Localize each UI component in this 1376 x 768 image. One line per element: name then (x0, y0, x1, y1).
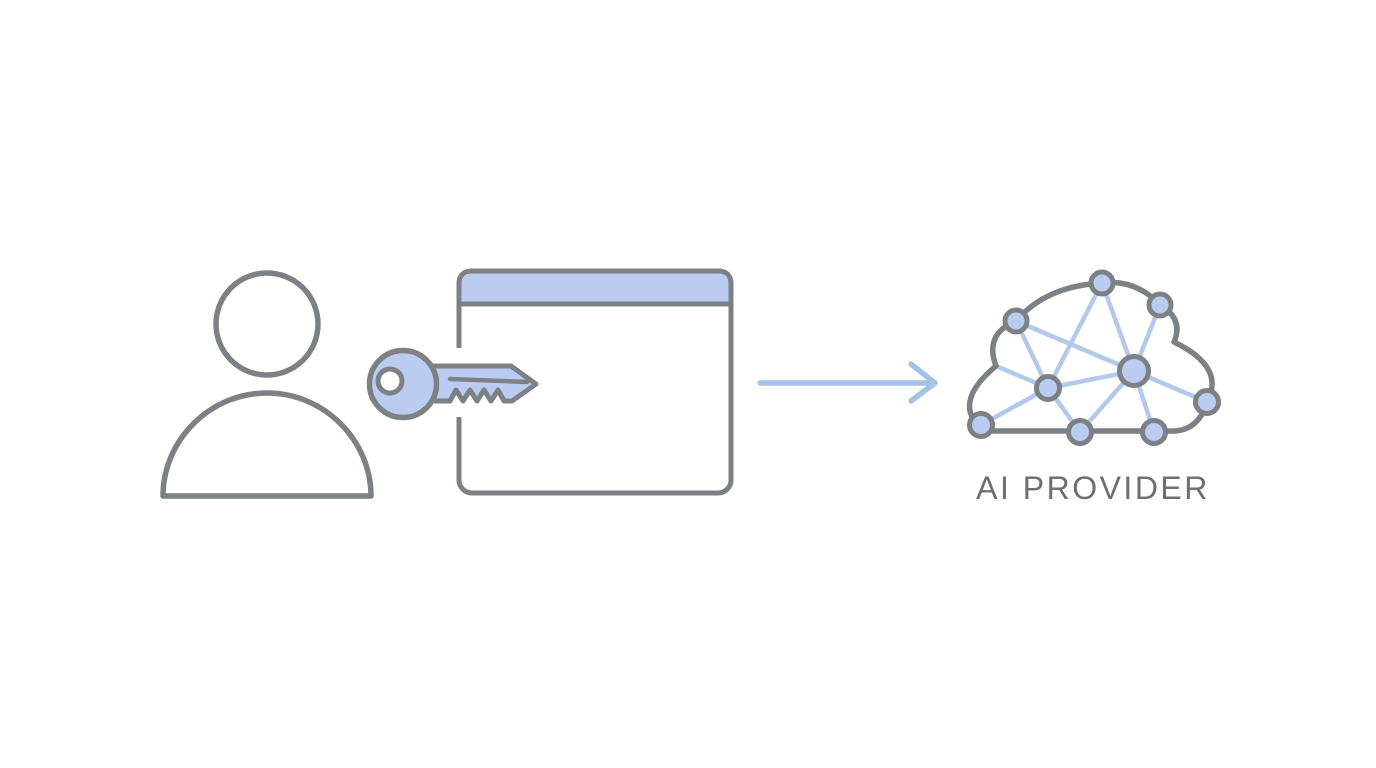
network-node (1088, 269, 1116, 297)
network-node (967, 411, 995, 439)
cloud-network-icon (966, 269, 1221, 446)
arrow-head (908, 361, 938, 404)
key-icon (366, 347, 539, 421)
window-title-bar (456, 268, 734, 307)
network-node (1193, 388, 1221, 416)
cloud-fill (969, 282, 1213, 432)
user-icon (160, 270, 374, 499)
user-head (213, 270, 321, 378)
network-edge (1045, 280, 1105, 391)
network-node (1146, 291, 1174, 319)
cloud-network-nodes (967, 269, 1221, 446)
key-shaft (425, 363, 539, 404)
network-node (1002, 307, 1030, 335)
network-edge (1013, 318, 1137, 374)
arrow-right-icon (757, 361, 938, 404)
key-hole (375, 366, 405, 396)
network-node (1140, 418, 1168, 446)
ai-provider-label: AI PROVIDER (976, 470, 1210, 506)
key-groove (447, 376, 530, 385)
network-node (1117, 354, 1151, 388)
user-body (160, 390, 374, 499)
network-node (1066, 418, 1094, 446)
browser-window-icon (451, 268, 734, 496)
network-node (1034, 374, 1062, 402)
